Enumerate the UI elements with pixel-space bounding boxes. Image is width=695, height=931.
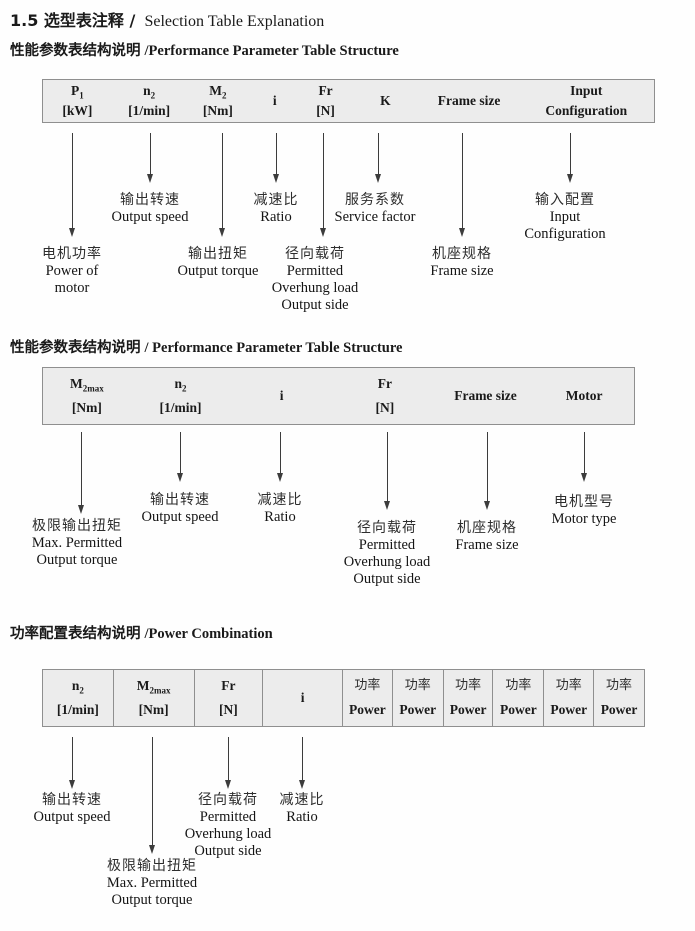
col-header-power-3: 功率 Power bbox=[442, 670, 493, 726]
col-header-p1: P1 [kW] bbox=[62, 83, 93, 118]
callout-output-torque: 输出扭矩 Output torque bbox=[177, 246, 259, 279]
col-header-n2: n2 [1/min] bbox=[128, 83, 171, 118]
col-header-power-4: 功率 Power bbox=[492, 670, 543, 726]
section-heading-power-combination: 功率配置表结构说明/Power Combination bbox=[10, 622, 273, 643]
col-header-frame-size: Frame size bbox=[437, 93, 501, 108]
col-header-fr: Fr [N] bbox=[375, 376, 395, 415]
col-header-k: K bbox=[380, 93, 391, 108]
col-header-power-2: 功率 Power bbox=[391, 670, 443, 726]
col-header-n2: n2 [1/min] bbox=[159, 376, 202, 415]
callout-max-output-torque: 极限输出扭矩 Max. Permitted Output torque bbox=[31, 518, 123, 568]
col-header-i: i bbox=[272, 93, 277, 108]
callout-output-speed: 输出转速 Output speed bbox=[141, 492, 219, 525]
callout-ratio: 减速比 Ratio bbox=[257, 492, 303, 525]
callout-power-of-motor: 电机功率 Power of motor bbox=[42, 246, 102, 296]
col-header-power-6: 功率 Power bbox=[593, 670, 644, 726]
callout-overhung-load: 径向载荷 Permitted Overhung load Output side bbox=[184, 792, 272, 859]
col-header-power-5: 功率 Power bbox=[543, 670, 593, 726]
down-arrow-icon bbox=[566, 133, 575, 183]
page-title-en: Selection Table Explanation bbox=[144, 13, 325, 30]
down-arrow-icon bbox=[383, 432, 392, 510]
down-arrow-icon bbox=[374, 133, 383, 183]
callout-overhung-load: 径向载荷 Permitted Overhung load Output side bbox=[271, 246, 359, 313]
down-arrow-icon bbox=[146, 133, 155, 183]
down-arrow-icon bbox=[218, 133, 227, 237]
performance-table-1: P1 [kW] n2 [1/min] M2 [Nm] i Fr [N] K Fr… bbox=[42, 79, 655, 123]
col-header-m2max: M2max [Nm] bbox=[112, 670, 194, 726]
heading-en: / Performance Parameter Table Structure bbox=[144, 340, 403, 356]
down-arrow-icon bbox=[483, 432, 492, 510]
callout-max-output-torque: 极限输出扭矩 Max. Permitted Output torque bbox=[106, 858, 198, 908]
down-arrow-icon bbox=[272, 133, 281, 183]
col-header-i: i bbox=[279, 388, 284, 403]
down-arrow-icon bbox=[298, 737, 307, 789]
section-heading-performance-1: 性能参数表结构说明/Performance Parameter Table St… bbox=[10, 39, 399, 60]
section-heading-performance-2: 性能参数表结构说明/ Performance Parameter Table S… bbox=[10, 336, 402, 357]
heading-cn: 性能参数表结构说明 bbox=[10, 340, 141, 356]
col-header-fr: Fr [N] bbox=[316, 83, 335, 118]
col-header-frame-size: Frame size bbox=[454, 388, 517, 403]
heading-cn: 性能参数表结构说明 bbox=[10, 43, 141, 59]
down-arrow-icon bbox=[319, 133, 328, 237]
col-header-n2: n2 [1/min] bbox=[56, 678, 99, 717]
down-arrow-icon bbox=[176, 432, 185, 482]
col-header-i: i bbox=[262, 670, 342, 726]
performance-table-2: M2max [Nm] n2 [1/min] i Fr [N] Frame siz… bbox=[42, 367, 635, 425]
down-arrow-icon bbox=[276, 432, 285, 482]
callout-frame-size: 机座规格 Frame size bbox=[430, 246, 494, 279]
callout-output-speed: 输出转速 Output speed bbox=[33, 792, 111, 825]
callout-frame-size: 机座规格 Frame size bbox=[455, 520, 519, 553]
down-arrow-icon bbox=[224, 737, 233, 789]
callout-input-configuration: 输入配置 Input Configuration bbox=[524, 192, 606, 242]
callout-output-speed: 输出转速 Output speed bbox=[111, 192, 189, 225]
heading-cn: 功率配置表结构说明 bbox=[10, 626, 141, 642]
col-header-m2max: M2max [Nm] bbox=[69, 376, 104, 415]
heading-en: /Power Combination bbox=[144, 626, 273, 642]
down-arrow-icon bbox=[68, 133, 77, 237]
col-header-input-configuration: Input Configuration bbox=[545, 83, 628, 118]
col-header-power-1: 功率 Power bbox=[342, 670, 392, 726]
callout-service-factor: 服务系数 Service factor bbox=[334, 192, 416, 225]
power-combination-table: n2 [1/min] M2max [Nm] Fr [N] i 功率 Power … bbox=[42, 669, 645, 727]
col-header-m2: M2 [Nm] bbox=[202, 83, 233, 118]
callout-motor-type: 电机型号 Motor type bbox=[551, 494, 617, 527]
down-arrow-icon bbox=[68, 737, 77, 789]
callout-ratio: 减速比 Ratio bbox=[279, 792, 325, 825]
down-arrow-icon bbox=[458, 133, 467, 237]
down-arrow-icon bbox=[580, 432, 589, 482]
page-title: 1.5 选型表注释 / Selection Table Explanation bbox=[10, 7, 324, 31]
page-title-cn: 1.5 选型表注释 / bbox=[10, 11, 136, 30]
callout-ratio: 减速比 Ratio bbox=[253, 192, 299, 225]
heading-en: /Performance Parameter Table Structure bbox=[144, 43, 399, 59]
down-arrow-icon bbox=[148, 737, 157, 854]
callout-overhung-load: 径向载荷 Permitted Overhung load Output side bbox=[343, 520, 431, 587]
col-header-motor: Motor bbox=[565, 388, 603, 403]
down-arrow-icon bbox=[77, 432, 86, 514]
col-header-fr: Fr [N] bbox=[193, 670, 263, 726]
